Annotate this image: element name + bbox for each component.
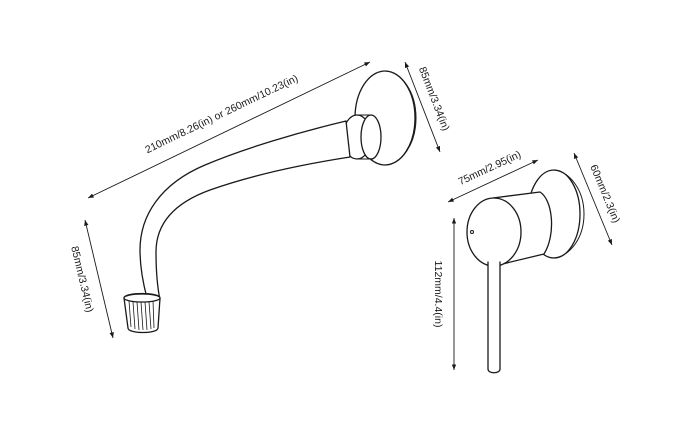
label-spout-height: 85mm/3.34(in) — [68, 245, 95, 314]
label-spout-plate-diameter: 85mm/3.34(in) — [416, 65, 452, 132]
dimension-lines — [84, 61, 613, 370]
spout-tube — [139, 120, 351, 301]
mixer-lever — [487, 261, 501, 374]
label-mixer-lever-height: 112mm/4.4(in) — [432, 261, 444, 328]
dim-mixer-plate-line — [573, 152, 613, 246]
dim-mixer-handle-line — [447, 159, 539, 203]
dim-spout-plate-line — [404, 61, 441, 153]
spout-outlet-texture — [128, 300, 155, 331]
dim-spout-length-line — [87, 61, 371, 199]
mixer — [466, 169, 585, 374]
label-mixer-plate-diameter: 60mm/2.3(in) — [587, 163, 622, 225]
mixer-handle-face — [466, 197, 522, 267]
dim-spout-height-line — [84, 219, 114, 339]
